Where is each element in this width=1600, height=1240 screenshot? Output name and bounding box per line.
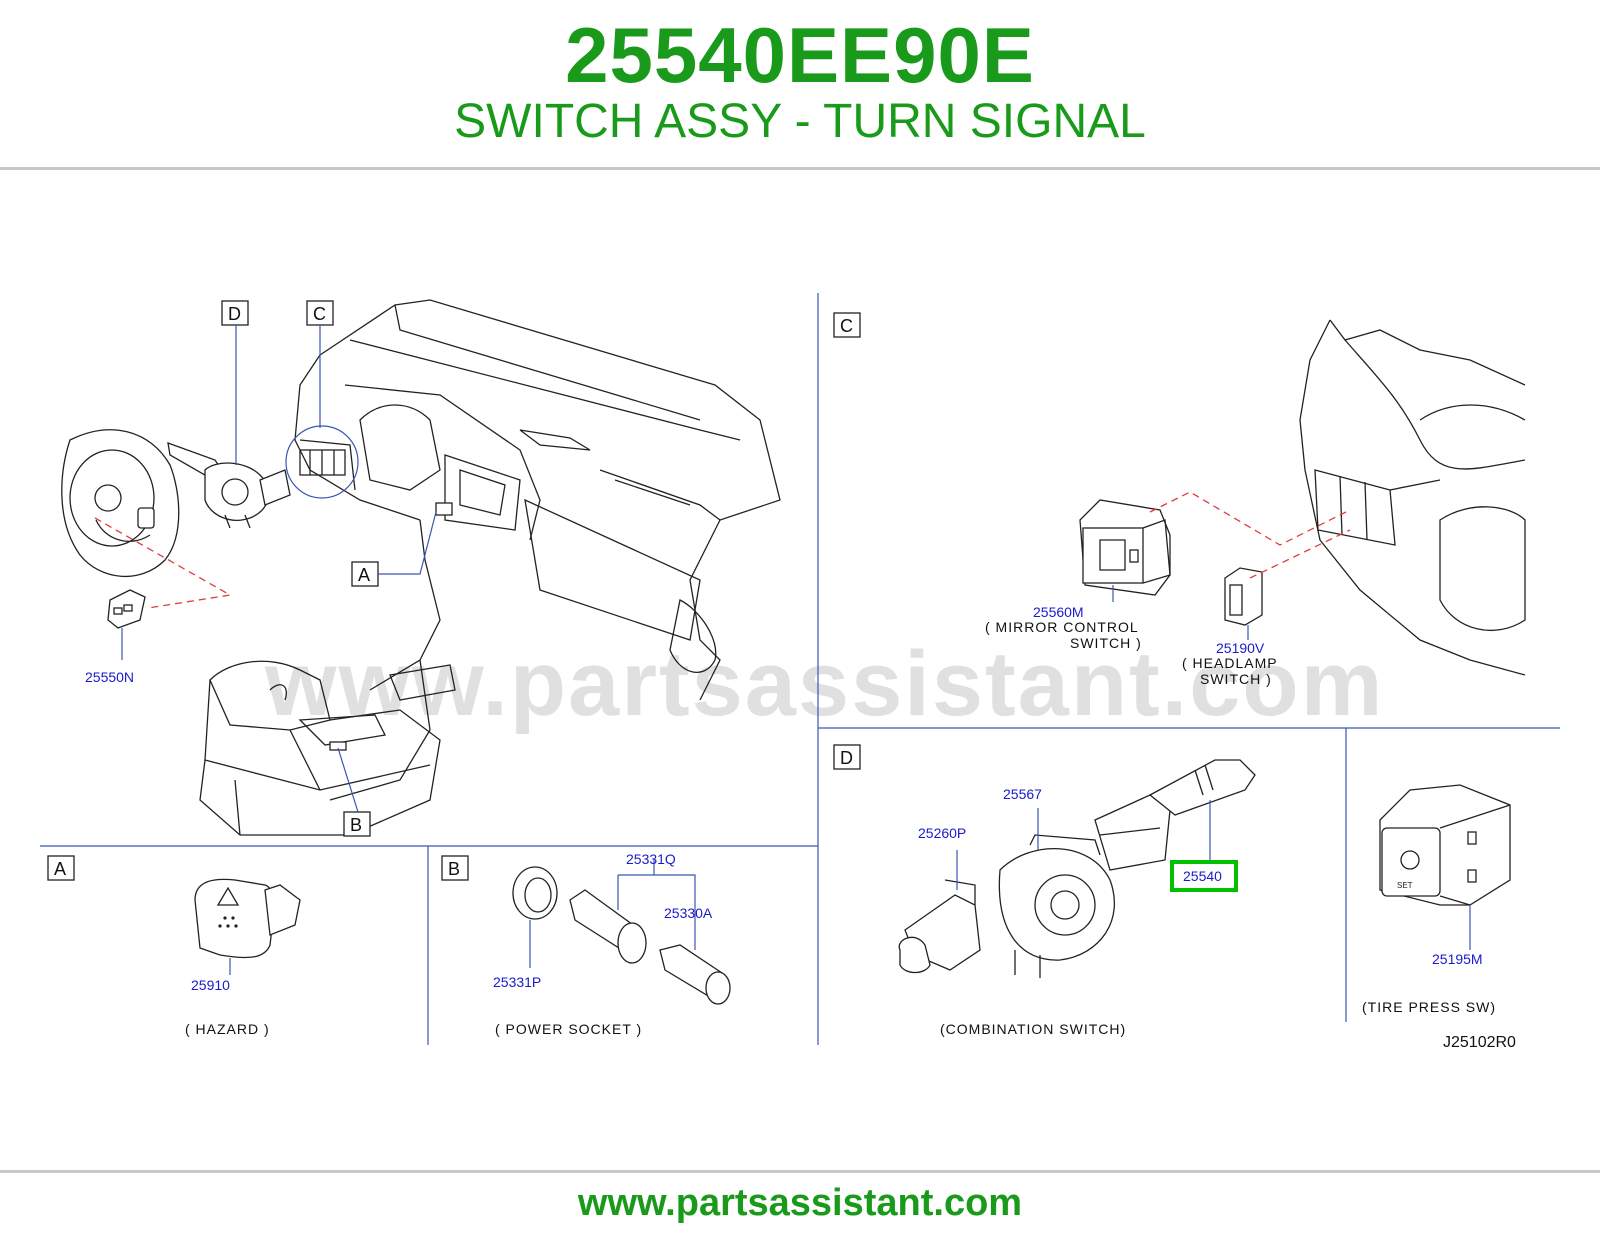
caption-headlamp-2: SWITCH ): [1200, 671, 1272, 687]
diagram-code: J25102R0: [1443, 1034, 1516, 1051]
page-header: 25540EE90E SWITCH ASSY - TURN SIGNAL: [0, 0, 1600, 170]
svg-text:D: D: [228, 304, 241, 324]
section-tire-press: SET 25195M (TIRE PRESS SW): [1362, 784, 1511, 1015]
section-a: A 25910 ( HAZARD ): [47, 855, 301, 1037]
part-label-25540: 25540: [1183, 868, 1222, 884]
caption-power-socket: ( POWER SOCKET ): [495, 1021, 642, 1037]
svg-text:SET: SET: [1397, 881, 1413, 890]
highlight-box-25540: [1170, 860, 1238, 892]
caption-tire-press: (TIRE PRESS SW): [1362, 999, 1496, 1015]
svg-text:A: A: [54, 859, 66, 879]
part-label-25260P: 25260P: [918, 825, 966, 841]
dashboard-illustration: [199, 299, 781, 836]
caption-hazard: ( HAZARD ): [185, 1021, 270, 1037]
svg-text:25550N: 25550N: [85, 669, 134, 685]
detail-circle-c: [285, 425, 359, 499]
part-title: SWITCH ASSY - TURN SIGNAL: [454, 95, 1146, 148]
part-label-25910: 25910: [191, 977, 230, 993]
diagram-dividers: [40, 293, 1560, 1045]
svg-text:D: D: [840, 748, 853, 768]
callout-a-main: A: [351, 511, 437, 587]
svg-text:C: C: [840, 316, 853, 336]
part-number: 25540EE90E: [565, 11, 1035, 99]
svg-text:B: B: [448, 859, 460, 879]
part-label-25331Q: 25331Q: [626, 851, 676, 867]
svg-text:B: B: [350, 815, 362, 835]
part-label-25190V: 25190V: [1216, 640, 1265, 656]
mirror-switch-illustration: [107, 589, 146, 629]
combination-switch-illustration: [167, 442, 291, 529]
caption-combination-switch: (COMBINATION SWITCH): [940, 1021, 1126, 1037]
svg-text:A: A: [358, 565, 370, 585]
part-label-25330A: 25330A: [664, 905, 713, 921]
section-c: C 25560M ( MIRROR CONTROL SWITCH ) 25190…: [833, 312, 1526, 687]
watermark: www.partsassistant.com: [264, 633, 1384, 735]
header-divider: [0, 167, 1600, 170]
part-label-25331P: 25331P: [493, 974, 541, 990]
footer-divider: [0, 1170, 1600, 1173]
caption-headlamp-1: ( HEADLAMP: [1182, 655, 1278, 671]
part-label-25195M: 25195M: [1432, 951, 1483, 967]
caption-mirror-control-2: SWITCH ): [1070, 635, 1142, 651]
part-label-25550N: 25550N: [85, 628, 134, 685]
section-b: B 25331Q 25330A 25331P ( POWER SOCKET ): [441, 851, 731, 1037]
section-d: D 25260P 25567 25540 (COMBINATION SWITCH…: [833, 744, 1256, 1037]
callout-c-main: C: [306, 300, 334, 428]
steering-wheel-illustration: [61, 429, 180, 578]
callout-b-main: B: [337, 747, 371, 837]
callout-d-main: D: [221, 300, 249, 465]
svg-text:C: C: [313, 304, 326, 324]
footer-url[interactable]: www.partsassistant.com: [577, 1182, 1023, 1224]
part-label-25560M: 25560M: [1033, 604, 1084, 620]
caption-mirror-control-1: ( MIRROR CONTROL: [985, 619, 1139, 635]
part-label-25567: 25567: [1003, 786, 1042, 802]
leader-dashed: [94, 517, 232, 609]
